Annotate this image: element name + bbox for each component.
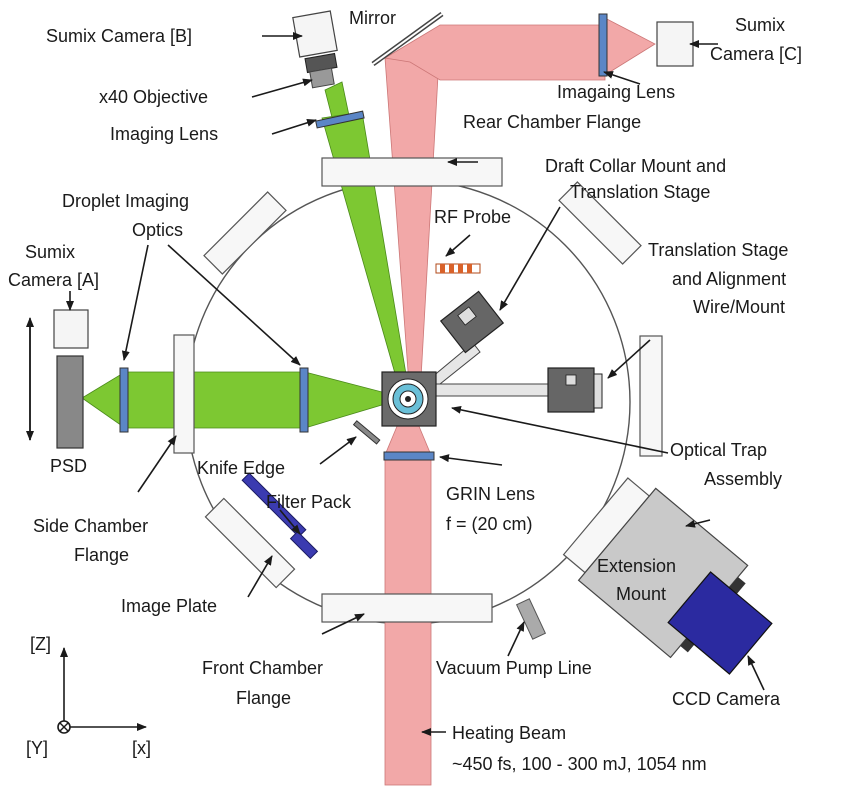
label-side-flange-1: Side Chamber bbox=[33, 516, 148, 536]
side-chamber-flange bbox=[173, 334, 195, 454]
label-front-flange-1: Front Chamber bbox=[202, 658, 323, 678]
label-sumix-camera-a-2: Camera [A] bbox=[8, 270, 99, 290]
label-translation-stage-3: Wire/Mount bbox=[693, 297, 785, 317]
ccd-camera bbox=[667, 571, 773, 675]
label-rf-probe: RF Probe bbox=[434, 207, 511, 227]
label-x40-objective: x40 Objective bbox=[99, 87, 208, 107]
label-psd: PSD bbox=[50, 456, 87, 476]
grin-lens bbox=[383, 451, 435, 461]
imaging-lens-c bbox=[598, 13, 608, 77]
side-imaging-lens-right bbox=[299, 367, 309, 433]
label-extension-1: Extension bbox=[597, 556, 676, 576]
rf-probe bbox=[435, 263, 481, 274]
axis-label-z: [Z] bbox=[30, 634, 51, 654]
label-droplet-optics-2: Optics bbox=[132, 220, 183, 240]
rear-chamber-flange bbox=[321, 157, 503, 187]
sumix-camera-a bbox=[53, 309, 89, 349]
draft-collar-mount bbox=[439, 290, 505, 354]
label-side-flange-2: Flange bbox=[74, 545, 129, 565]
label-sumix-camera-b: Sumix Camera [B] bbox=[46, 26, 192, 46]
label-sumix-camera-c-1: Sumix bbox=[735, 15, 785, 35]
label-filter-pack: Filter Pack bbox=[266, 492, 352, 512]
vacuum-pump-line bbox=[515, 598, 547, 640]
label-optical-trap-2: Assembly bbox=[704, 469, 782, 489]
label-front-flange-2: Flange bbox=[236, 688, 291, 708]
axis-label-x: [x] bbox=[132, 738, 151, 758]
psd bbox=[56, 355, 84, 449]
label-vacuum-pump-line: Vacuum Pump Line bbox=[436, 658, 592, 678]
label-knife-edge: Knife Edge bbox=[197, 458, 285, 478]
label-sumix-camera-c-2: Camera [C] bbox=[710, 44, 802, 64]
side-imaging-lens-left bbox=[119, 367, 129, 433]
label-extension-2: Mount bbox=[616, 584, 666, 604]
imaging-beam-side bbox=[81, 371, 407, 429]
label-grin-lens-2: f = (20 cm) bbox=[446, 514, 533, 534]
label-mirror: Mirror bbox=[349, 8, 396, 28]
label-imaging-lens-b: Imaging Lens bbox=[110, 124, 218, 144]
label-ccd-camera: CCD Camera bbox=[672, 689, 781, 709]
axis-label-y: [Y] bbox=[26, 738, 48, 758]
label-rear-chamber-flange: Rear Chamber Flange bbox=[463, 112, 641, 132]
label-grin-lens-1: GRIN Lens bbox=[446, 484, 535, 504]
label-droplet-optics-1: Droplet Imaging bbox=[62, 191, 189, 211]
upper-right-flange bbox=[558, 181, 642, 265]
label-optical-trap-1: Optical Trap bbox=[670, 440, 767, 460]
axis-glyph bbox=[57, 647, 147, 734]
label-heating-beam-1: Heating Beam bbox=[452, 723, 566, 743]
label-draft-collar-1: Draft Collar Mount and bbox=[545, 156, 726, 176]
sumix-camera-c bbox=[656, 21, 694, 67]
translation-stage-arm bbox=[429, 383, 551, 397]
label-translation-stage-1: Translation Stage bbox=[648, 240, 788, 260]
front-chamber-flange bbox=[321, 593, 493, 623]
label-draft-collar-2: Translation Stage bbox=[570, 182, 710, 202]
knife-edge bbox=[352, 420, 381, 445]
upper-left-flange bbox=[203, 191, 287, 275]
label-image-plate: Image Plate bbox=[121, 596, 217, 616]
label-translation-stage-2: and Alignment bbox=[672, 269, 786, 289]
label-imaging-lens-c: Imagaing Lens bbox=[557, 82, 675, 102]
sumix-camera-b bbox=[292, 10, 338, 58]
right-chamber-flange bbox=[639, 335, 663, 457]
label-heating-beam-2: ~450 fs, 100 - 300 mJ, 1054 nm bbox=[452, 754, 707, 774]
label-sumix-camera-a-1: Sumix bbox=[25, 242, 75, 262]
